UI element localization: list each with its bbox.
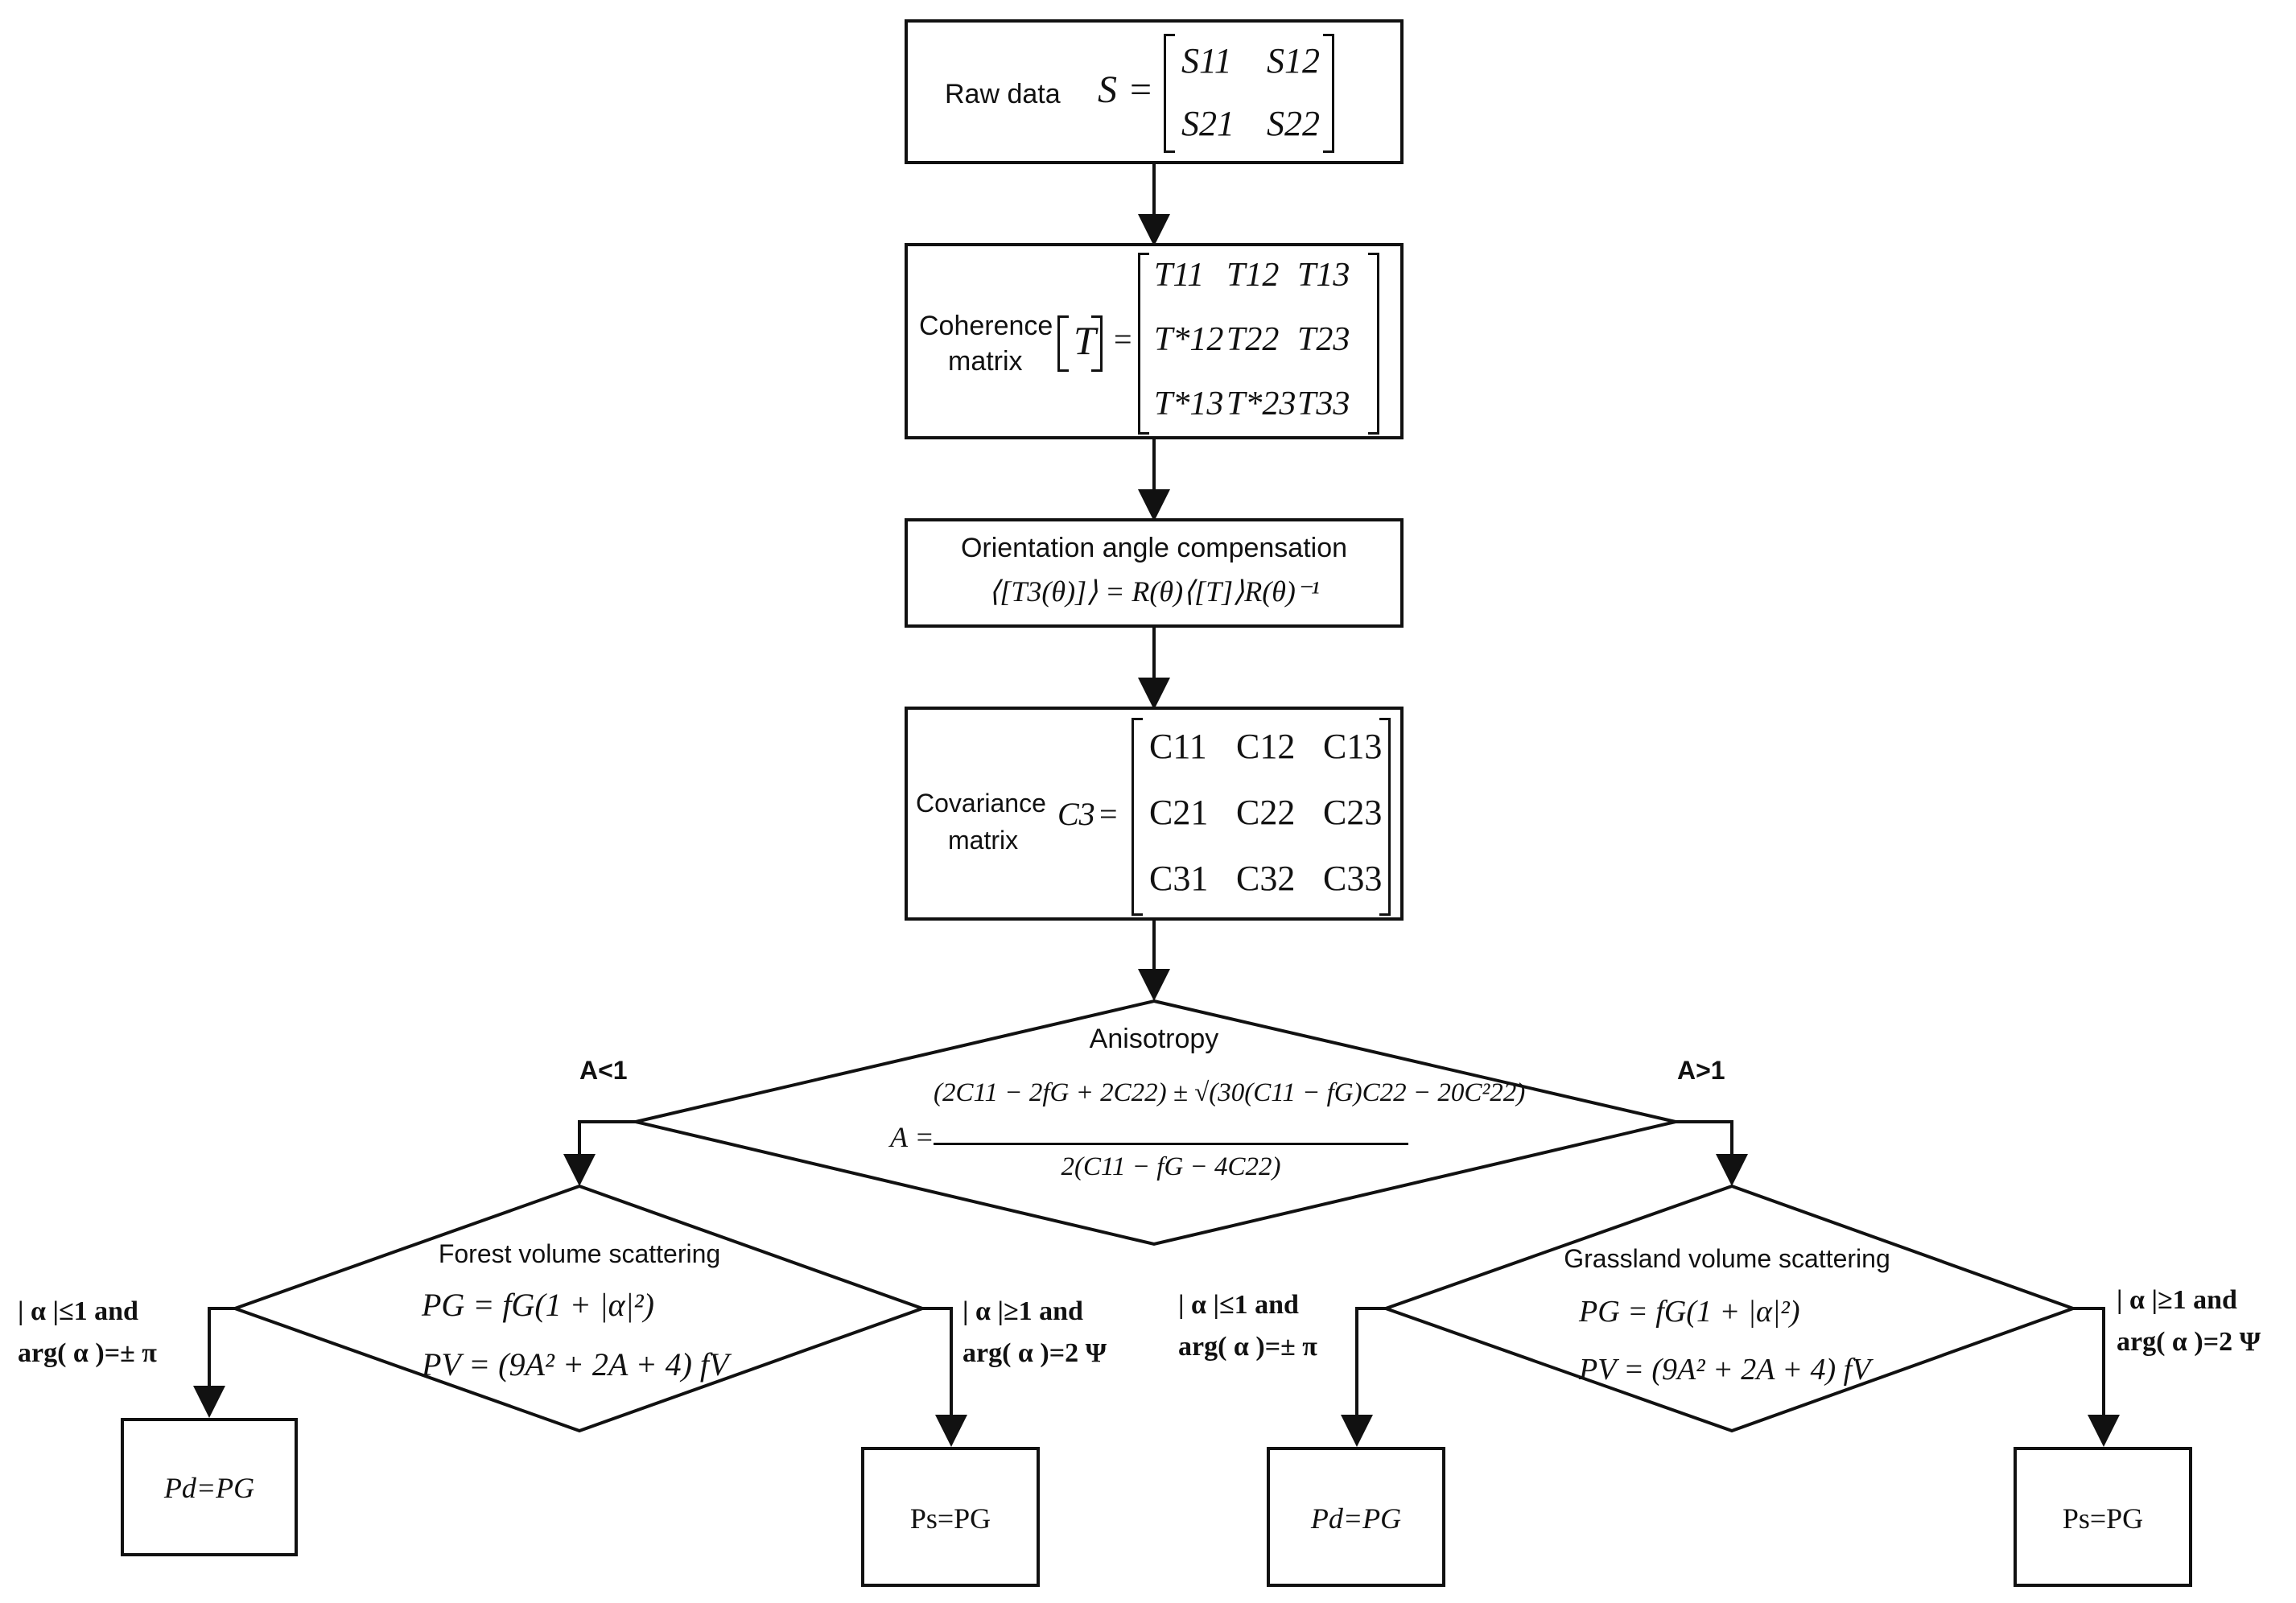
coherence-symbol: T bbox=[1074, 318, 1096, 363]
arrow-a-gt-1 bbox=[1676, 1120, 1748, 1186]
covariance-cell-c21: C21 bbox=[1149, 793, 1209, 832]
coherence-matrix-box: Coherence matrix T = T11 T12 T13 T*12 T2… bbox=[905, 243, 1404, 439]
coherence-cell-t13: T13 bbox=[1297, 257, 1350, 294]
forest-left-condition: | α |≤1 and arg( α )=± π bbox=[18, 1291, 157, 1374]
leaf-forest-pd: Pd=PG bbox=[121, 1418, 298, 1556]
anisotropy-numerator: (2C11 − 2fG + 2C22) ± √(30(C11 − fG)C22 … bbox=[934, 1078, 1526, 1107]
covariance-cell-c23: C23 bbox=[1323, 793, 1383, 832]
leaf-forest-ps-text: Ps=PG bbox=[909, 1502, 991, 1535]
forest-title: Forest volume scattering bbox=[438, 1239, 721, 1268]
grass-left-condition-line1: | α |≤1 and bbox=[1178, 1290, 1299, 1320]
raw-matrix-equals: = bbox=[1130, 68, 1152, 111]
coherence-symbol-right-bracket bbox=[1091, 315, 1103, 372]
coherence-cell-t12: T12 bbox=[1226, 257, 1280, 294]
grass-right-condition-line2: arg( α )=2 Ψ bbox=[2117, 1327, 2261, 1357]
coherence-cell-t23: T23 bbox=[1297, 321, 1350, 358]
coherence-matrix-right-bracket bbox=[1368, 253, 1379, 435]
covariance-matrix-left-bracket bbox=[1132, 718, 1143, 916]
coherence-symbol-left-bracket bbox=[1057, 315, 1069, 372]
coherence-label-line2: matrix bbox=[948, 346, 1023, 377]
covariance-cell-c12: C12 bbox=[1236, 727, 1296, 766]
raw-matrix-right-bracket bbox=[1323, 34, 1334, 153]
anisotropy-lhs: A = bbox=[890, 1121, 934, 1153]
covariance-equals: = bbox=[1099, 796, 1118, 832]
covariance-cell-c32: C32 bbox=[1236, 859, 1296, 898]
anisotropy-title: Anisotropy bbox=[1089, 1024, 1219, 1054]
covariance-matrix-box: Covariance matrix C3 = C11 C12 C13 C21 C… bbox=[905, 707, 1404, 921]
grass-right-condition-line1: | α |≥1 and bbox=[2117, 1285, 2237, 1315]
grassland-eq2: PV = (9A² + 2A + 4) fV bbox=[1579, 1353, 1871, 1387]
arrow-a-lt-1 bbox=[563, 1120, 636, 1186]
leaf-grass-ps: Ps=PG bbox=[2014, 1447, 2192, 1587]
raw-matrix-left-bracket bbox=[1164, 34, 1175, 153]
grass-left-condition: | α |≤1 and arg( α )=± π bbox=[1178, 1284, 1317, 1368]
coherence-cell-t12-conj: T*12 bbox=[1154, 321, 1224, 358]
grassland-diamond bbox=[1380, 1184, 2078, 1433]
covariance-cell-c31: C31 bbox=[1149, 859, 1209, 898]
arrow-forest-left bbox=[193, 1307, 235, 1418]
coherence-equals: = bbox=[1114, 321, 1132, 357]
raw-matrix-symbol: S bbox=[1098, 68, 1117, 111]
anisotropy-denominator: 2(C11 − fG − 4C22) bbox=[1061, 1152, 1281, 1181]
branch-label-a-lt-1: A<1 bbox=[579, 1056, 628, 1085]
orientation-compensation-box: Orientation angle compensation ⟨[T3(θ)]⟩… bbox=[905, 518, 1404, 628]
raw-cell-s12: S12 bbox=[1267, 41, 1320, 80]
covariance-symbol: C3 bbox=[1057, 796, 1095, 832]
covariance-cell-c22: C22 bbox=[1236, 793, 1296, 832]
arrow-forest-right bbox=[922, 1307, 967, 1447]
forest-right-condition: | α |≥1 and arg( α )=2 Ψ bbox=[963, 1291, 1107, 1374]
forest-diamond bbox=[230, 1184, 927, 1433]
raw-cell-s11: S11 bbox=[1181, 41, 1232, 80]
forest-eq1: PG = fG(1 + |α|²) bbox=[422, 1287, 654, 1323]
anisotropy-diamond bbox=[635, 999, 1676, 1247]
forest-eq2: PV = (9A² + 2A + 4) fV bbox=[422, 1346, 729, 1383]
coherence-cell-t23-conj: T*23 bbox=[1226, 385, 1296, 422]
arrow-grass-right bbox=[2073, 1307, 2120, 1447]
forest-right-condition-line1: | α |≥1 and bbox=[963, 1296, 1083, 1326]
raw-data-label: Raw data bbox=[945, 79, 1061, 109]
covariance-cell-c11: C11 bbox=[1149, 727, 1207, 766]
branch-label-a-gt-1: A>1 bbox=[1677, 1056, 1725, 1085]
forest-left-condition-line2: arg( α )=± π bbox=[18, 1338, 157, 1368]
covariance-cell-c13: C13 bbox=[1323, 727, 1383, 766]
coherence-cell-t13-conj: T*13 bbox=[1154, 385, 1224, 422]
covariance-label-line2: matrix bbox=[948, 826, 1019, 855]
orientation-title: Orientation angle compensation bbox=[960, 533, 1348, 563]
covariance-matrix-right-bracket bbox=[1379, 718, 1391, 916]
leaf-grass-pd: Pd=PG bbox=[1267, 1447, 1445, 1587]
raw-cell-s22: S22 bbox=[1267, 104, 1320, 143]
covariance-label-line1: Covariance bbox=[916, 789, 1046, 818]
forest-left-condition-line1: | α |≤1 and bbox=[18, 1296, 138, 1326]
orientation-formula: ⟨[T3(θ)]⟩ = R(θ)⟨[T]⟩R(θ)⁻¹ bbox=[988, 575, 1320, 608]
arrow-grass-left bbox=[1341, 1307, 1386, 1447]
leaf-grass-ps-text: Ps=PG bbox=[2062, 1502, 2144, 1535]
grassland-eq1: PG = fG(1 + |α|²) bbox=[1579, 1295, 1800, 1329]
forest-right-condition-line2: arg( α )=2 Ψ bbox=[963, 1338, 1107, 1368]
anisotropy-fraction-bar bbox=[934, 1143, 1408, 1145]
coherence-cell-t22: T22 bbox=[1226, 321, 1280, 358]
coherence-cell-t11: T11 bbox=[1154, 257, 1205, 294]
raw-cell-s21: S21 bbox=[1181, 104, 1235, 143]
leaf-forest-ps: Ps=PG bbox=[861, 1447, 1040, 1587]
leaf-forest-pd-text: Pd=PG bbox=[163, 1472, 255, 1504]
leaf-grass-pd-text: Pd=PG bbox=[1310, 1502, 1402, 1535]
grass-right-condition: | α |≥1 and arg( α )=2 Ψ bbox=[2117, 1280, 2261, 1363]
raw-data-box: Raw data S = S11 S12 S21 S22 bbox=[905, 19, 1404, 164]
grass-left-condition-line2: arg( α )=± π bbox=[1178, 1332, 1317, 1362]
covariance-cell-c33: C33 bbox=[1323, 859, 1383, 898]
coherence-label-line1: Coherence bbox=[919, 311, 1053, 341]
coherence-matrix-left-bracket bbox=[1138, 253, 1149, 435]
grassland-title: Grassland volume scattering bbox=[1564, 1244, 1890, 1273]
coherence-cell-t33: T33 bbox=[1297, 385, 1350, 422]
